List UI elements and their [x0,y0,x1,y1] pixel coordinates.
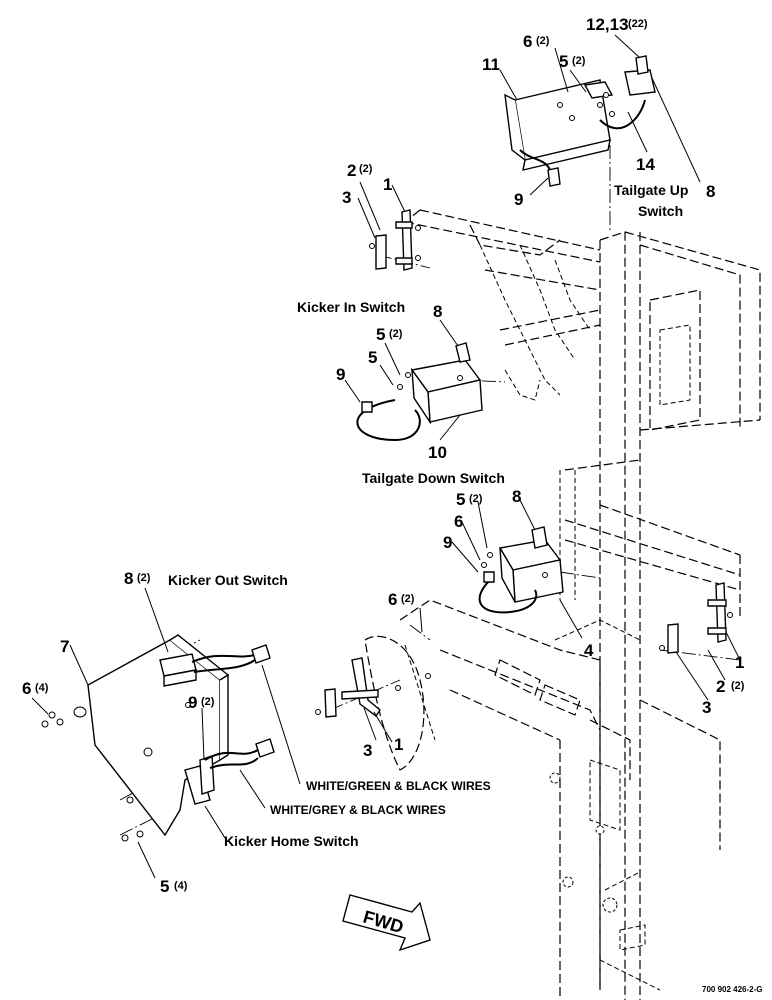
callout-5-mid-b: 5 [368,348,377,367]
callout-9-left: 9 [188,693,197,712]
callout-7: 7 [60,637,69,656]
callout-8-mid: 8 [433,302,442,321]
callout-8-top: 8 [706,182,715,201]
label-white-green-black-wires: WHITE/GREEN & BLACK WIRES [306,779,491,793]
kicker-in-switch-bracket [356,342,483,442]
callout-9-mid: 9 [336,365,345,384]
callout-5-low: 5 [456,490,465,509]
callout-6-low: 6 [454,512,463,531]
callout-1-ul: 1 [383,175,392,194]
callout-6-left: 6 [22,679,31,698]
callout-5-low-qty: (2) [469,493,483,505]
callout-5-bottom: 5 [160,877,169,896]
callout-8-ko-qty: (2) [137,572,151,584]
callout-9-left-qty: (2) [201,696,215,708]
callout-2-right-qty: (2) [731,680,745,692]
callout-2-ul-qty: (2) [359,163,373,175]
callout-5-top: 5 [559,52,568,71]
callout-2-right: 2 [716,677,725,696]
callout-6-top: 6 [523,32,532,51]
callout-11: 11 [482,55,500,74]
label-kicker-out-switch: Kicker Out Switch [168,572,288,588]
callout-3-low: 3 [363,741,372,760]
callout-9-low: 9 [443,533,452,552]
leader-lines [31,34,741,879]
callout-4: 4 [584,641,594,660]
drawing-code: 700 902 426-2-G [702,985,763,994]
callout-2-ul: 2 [347,161,356,180]
lower-right-bracket [659,582,733,654]
callout-12-13-qty: (22) [628,18,648,30]
forward-arrow: FWD [342,894,431,952]
callout-3-ul: 3 [342,188,351,207]
callout-6-top-qty: (2) [536,35,550,47]
callout-6-fr: 6 [388,590,397,609]
callout-14: 14 [636,155,655,174]
tailgate-up-switch-assembly [504,55,656,187]
label-white-grey-black-wires: WHITE/GREY & BLACK WIRES [270,803,446,817]
callout-10: 10 [428,443,447,462]
callout-5-top-qty: (2) [572,55,586,67]
label-tailgate-up-switch: Switch [638,203,683,219]
kicker-switch-plate [41,634,275,842]
label-kicker-in-switch: Kicker In Switch [297,299,405,315]
callout-5-bottom-qty: (4) [174,880,188,892]
lower-center-bracket [315,657,431,718]
label-kicker-home-switch: Kicker Home Switch [224,833,359,849]
callout-6-left-qty: (4) [35,682,49,694]
callout-9-top: 9 [514,190,523,209]
callout-8-low: 8 [512,487,521,506]
callout-numbers: 12,13 (22) 6 (2) 5 (2) 11 14 9 8 2 (2) 1… [22,15,745,896]
upper-left-bracket [369,209,421,271]
callout-12-13: 12,13 [586,15,629,34]
callout-3-right: 3 [702,698,711,717]
switch-labels: Tailgate Up Switch Kicker In Switch Tail… [168,182,763,994]
callout-5-mid-a-qty: (2) [389,328,403,340]
callout-8-ko: 8 [124,569,133,588]
tailgate-down-switch-bracket [478,526,564,614]
callout-5-mid-a: 5 [376,325,385,344]
label-tailgate-down-switch: Tailgate Down Switch [362,470,505,486]
label-tailgate-up: Tailgate Up [614,182,688,198]
callout-1-low: 1 [394,735,403,754]
callout-6-fr-qty: (2) [401,593,415,605]
callout-1-right: 1 [735,653,744,672]
